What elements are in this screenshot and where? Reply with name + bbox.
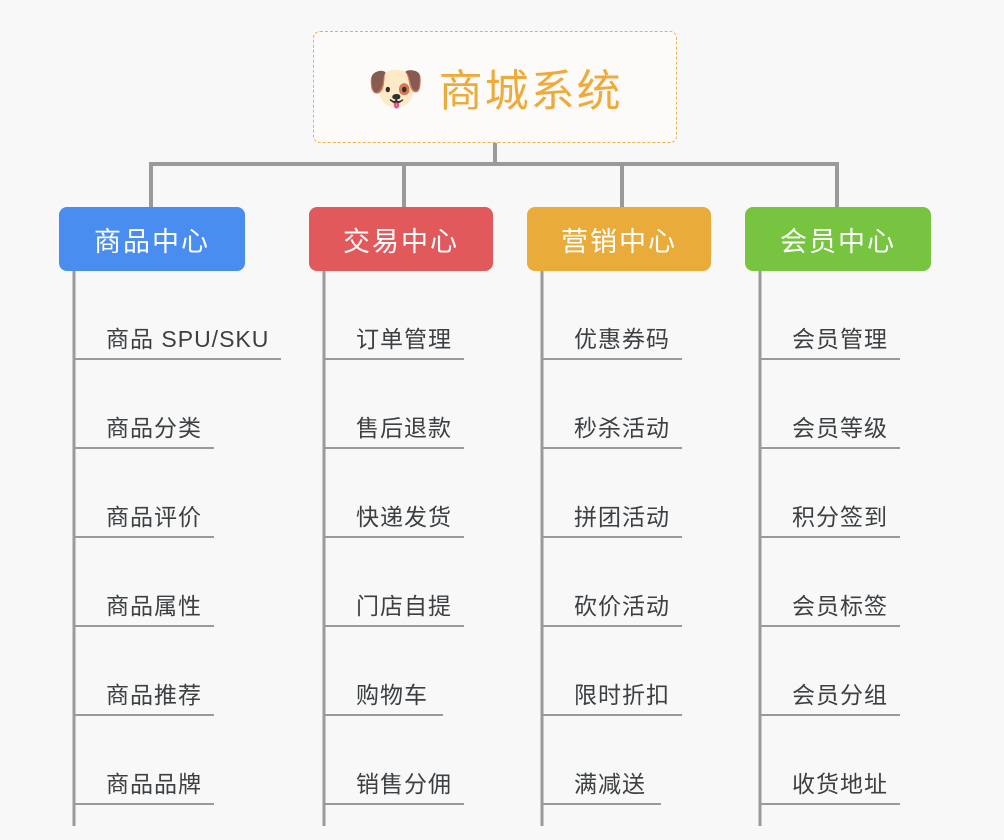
leaf-label: 购物车	[356, 681, 428, 708]
leaf-item[interactable]: 售后退款	[323, 360, 464, 449]
leaf-item[interactable]: 商品推荐	[73, 627, 214, 716]
leaf-item[interactable]: 商品属性	[73, 538, 214, 627]
leaf-list-product-center: 商品 SPU/SKU 商品分类 商品评价 商品属性 商品推荐 商品品牌	[73, 271, 282, 805]
leaf-item[interactable]: 拼团活动	[541, 449, 682, 538]
leaf-item[interactable]: 满减送	[541, 716, 661, 805]
leaf-label: 砍价活动	[574, 592, 670, 619]
leaf-label: 拼团活动	[574, 503, 670, 530]
leaf-item[interactable]: 秒杀活动	[541, 360, 682, 449]
branch-header-label: 会员中心	[780, 226, 896, 257]
leaf-label: 优惠券码	[574, 325, 670, 352]
leaf-label: 会员等级	[792, 414, 888, 441]
leaf-label: 商品分类	[106, 414, 202, 441]
branch-header-label: 交易中心	[343, 226, 459, 257]
branch-header-label: 商品中心	[94, 226, 210, 257]
leaf-label: 会员管理	[792, 325, 888, 352]
leaf-item[interactable]: 积分签到	[759, 449, 900, 538]
root-node[interactable]: 🐶 商城系统	[313, 31, 677, 143]
branch-header-marketing-center[interactable]: 营销中心	[527, 207, 711, 271]
leaf-label: 售后退款	[356, 414, 452, 441]
leaf-item[interactable]: 商品分类	[73, 360, 214, 449]
root-title: 商城系统	[438, 67, 623, 116]
leaf-item[interactable]: 收货地址	[759, 716, 900, 805]
leaf-item[interactable]: 会员管理	[759, 271, 900, 360]
leaf-label: 商品评价	[106, 503, 202, 530]
leaf-list-member-center: 会员管理 会员等级 积分签到 会员标签 会员分组 收货地址	[759, 271, 900, 805]
leaf-label: 积分签到	[792, 503, 888, 530]
leaf-label: 收货地址	[792, 770, 888, 797]
leaf-item[interactable]: 商品品牌	[73, 716, 214, 805]
leaf-label: 门店自提	[356, 592, 452, 619]
dog-face-icon: 🐶	[367, 62, 425, 114]
branch-header-product-center[interactable]: 商品中心	[59, 207, 245, 271]
leaf-item[interactable]: 门店自提	[323, 538, 464, 627]
branch-header-label: 营销中心	[561, 226, 677, 257]
leaf-item[interactable]: 销售分佣	[323, 716, 464, 805]
branch-header-trade-center[interactable]: 交易中心	[309, 207, 493, 271]
leaf-label: 商品推荐	[106, 681, 202, 708]
leaf-label: 满减送	[574, 770, 646, 797]
leaf-label: 销售分佣	[356, 770, 452, 797]
branch-header-member-center[interactable]: 会员中心	[745, 207, 931, 271]
leaf-item[interactable]: 商品 SPU/SKU	[73, 271, 282, 360]
leaf-label: 商品属性	[106, 592, 202, 619]
leaf-item[interactable]: 限时折扣	[541, 627, 682, 716]
leaf-item[interactable]: 快递发货	[323, 449, 464, 538]
leaf-label: 秒杀活动	[574, 414, 670, 441]
leaf-label: 订单管理	[356, 325, 452, 352]
leaf-label: 快递发货	[356, 503, 452, 530]
leaf-item[interactable]: 砍价活动	[541, 538, 682, 627]
leaf-item[interactable]: 商品评价	[73, 449, 214, 538]
leaf-list-trade-center: 订单管理 售后退款 快递发货 门店自提 购物车 销售分佣	[323, 271, 464, 805]
leaf-label: 限时折扣	[574, 681, 670, 708]
leaf-item[interactable]: 会员标签	[759, 538, 900, 627]
leaf-label: 会员标签	[792, 592, 888, 619]
leaf-label: 商品品牌	[106, 770, 202, 797]
leaf-list-marketing-center: 优惠券码 秒杀活动 拼团活动 砍价活动 限时折扣 满减送	[541, 271, 682, 805]
leaf-item[interactable]: 优惠券码	[541, 271, 682, 360]
leaf-item[interactable]: 会员等级	[759, 360, 900, 449]
leaf-label: 商品 SPU/SKU	[106, 325, 270, 352]
leaf-item[interactable]: 订单管理	[323, 271, 464, 360]
leaf-label: 会员分组	[792, 681, 888, 708]
leaf-item[interactable]: 会员分组	[759, 627, 900, 716]
leaf-item[interactable]: 购物车	[323, 627, 443, 716]
